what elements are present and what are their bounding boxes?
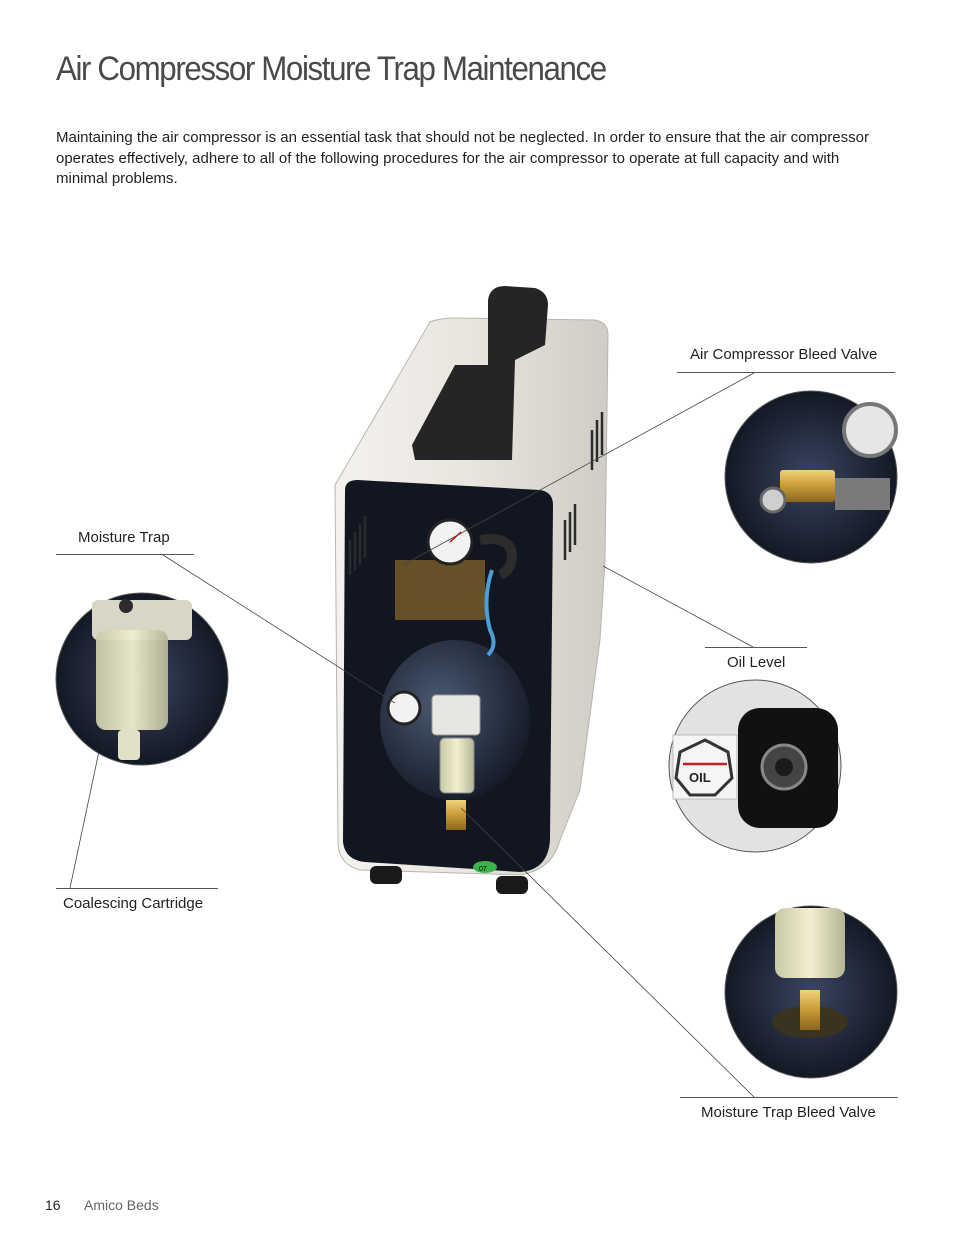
trap-bleed-valve-detail (724, 905, 898, 1079)
intro-paragraph: Maintaining the air compressor is an ess… (56, 129, 869, 187)
moisture-trap-rule (56, 554, 194, 555)
coalescing-cartridge-label: Coalescing Cartridge (63, 895, 204, 912)
oil-badge-text: OIL (689, 770, 711, 785)
side-vents (348, 412, 604, 575)
trap-bleed-valve-rule (680, 1097, 898, 1098)
moisture-trap-label: Moisture Trap (78, 529, 170, 546)
page-number: 16 (45, 1197, 61, 1213)
trap-bleed-valve-label: Moisture Trap Bleed Valve (701, 1104, 876, 1121)
oil-level-detail: OIL (668, 679, 842, 853)
oil-level-rule (705, 647, 807, 648)
bleed-valve-label: Air Compressor Bleed Valve (690, 346, 878, 363)
footer-brand: Amico Beds (84, 1197, 159, 1213)
compressor-cabinet: 07 (334, 286, 609, 894)
page-title: Air Compressor Moisture Trap Maintenance (56, 50, 607, 88)
moisture-trap-detail (55, 592, 229, 766)
sticker-label: 07 (479, 866, 487, 873)
oil-level-label: Oil Level (727, 654, 786, 671)
bleed-valve-rule (677, 372, 895, 373)
bleed-valve-detail (724, 390, 898, 564)
coalescing-cartridge-rule (56, 888, 218, 889)
